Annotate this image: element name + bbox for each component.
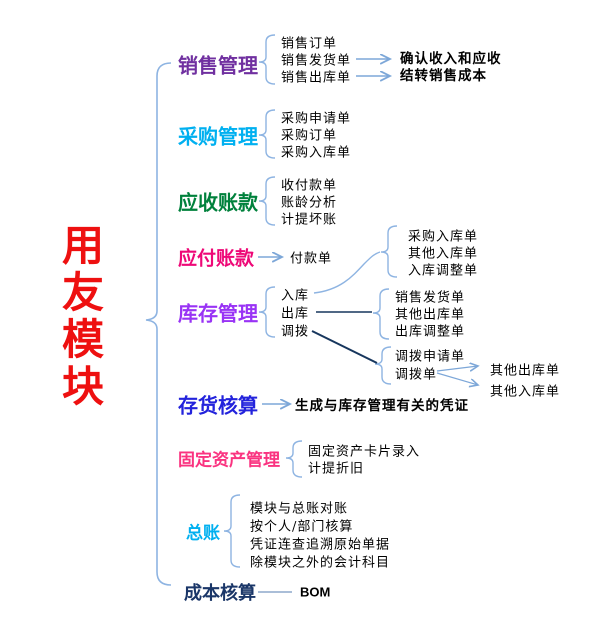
node-bom: BOM <box>300 584 331 600</box>
node-carryover-cost: 结转销售成本 <box>400 68 487 84</box>
node-sales-dispatch: 销售发货单 <box>281 53 352 69</box>
node-inbound-adjust-doc: 入库调整单 <box>408 263 479 279</box>
node-costing-note: 生成与库存管理有关的凭证 <box>295 398 469 414</box>
node-inbound: 入库 <box>281 288 310 304</box>
node-outbound: 出库 <box>281 306 310 322</box>
root-title: 用友模块 <box>62 222 105 410</box>
arrow-transfer-to-other-inbound <box>436 372 478 385</box>
node-transfer-other-inbound: 其他入库单 <box>490 384 561 400</box>
node-sales-order: 销售订单 <box>281 36 338 52</box>
node-transfer-other-outbound: 其他出库单 <box>490 363 561 379</box>
node-depreciation: 计提折旧 <box>308 461 365 477</box>
node-transfer-request-doc: 调拨申请单 <box>395 349 466 365</box>
node-purchase-request: 采购申请单 <box>281 111 352 127</box>
node-sales: 销售管理 <box>178 55 258 78</box>
node-purchase: 采购管理 <box>178 126 258 149</box>
brace-inventory <box>258 286 276 338</box>
node-gl-person-dept: 按个人/部门核算 <box>250 519 354 535</box>
arrow-transfer-to-other-outbound <box>436 366 478 371</box>
node-purchase-inbound: 采购入库单 <box>281 145 352 161</box>
brace-general-ledger <box>223 494 241 568</box>
node-aging-analysis: 账龄分析 <box>281 195 338 211</box>
brace-sales <box>258 34 276 85</box>
node-transfer: 调拨 <box>281 324 310 340</box>
node-asset-card-entry: 固定资产卡片录入 <box>308 444 421 460</box>
node-gl-voucher-trace: 凭证连查追溯原始单据 <box>250 537 391 553</box>
node-gl-reconcile: 模块与总账对账 <box>250 501 349 517</box>
node-cost-accounting: 成本核算 <box>184 583 256 603</box>
node-general-ledger: 总账 <box>186 523 220 543</box>
node-fixed-assets: 固定资产管理 <box>178 450 280 470</box>
brace-outbound-docs <box>372 288 390 340</box>
node-receivable: 应收账款 <box>178 192 258 215</box>
node-gl-other-accounts: 除模块之外的会计科目 <box>250 555 391 571</box>
node-confirm-revenue: 确认收入和应收 <box>400 51 502 67</box>
node-transfer-doc: 调拨单 <box>395 367 438 383</box>
node-other-outbound-doc: 其他出库单 <box>395 307 466 323</box>
brace-receivable <box>258 176 276 226</box>
brace-purchase <box>258 109 276 159</box>
brace-fixed-assets <box>285 440 303 478</box>
node-inventory: 库存管理 <box>178 303 258 326</box>
node-sales-outbound: 销售出库单 <box>281 70 352 86</box>
node-payable: 应付账款 <box>178 248 255 270</box>
node-bad-debt: 计提坏账 <box>281 212 338 228</box>
brace-transfer-docs <box>374 346 392 385</box>
node-sales-dispatch-doc: 销售发货单 <box>395 290 466 306</box>
main-brace <box>145 62 172 586</box>
node-outbound-adjust-doc: 出库调整单 <box>395 324 466 340</box>
curve-inbound-to-docs <box>313 251 381 294</box>
line-transfer-to-docs <box>311 330 378 364</box>
brace-inbound-docs <box>380 225 398 278</box>
node-purchase-order: 采购订单 <box>281 128 338 144</box>
node-stock-costing: 存货核算 <box>178 395 258 418</box>
node-payment-doc: 付款单 <box>290 251 333 267</box>
node-receipt-payment-doc: 收付款单 <box>281 178 338 194</box>
node-other-inbound-doc: 其他入库单 <box>408 246 479 262</box>
node-purchase-inbound-doc: 采购入库单 <box>408 229 479 245</box>
